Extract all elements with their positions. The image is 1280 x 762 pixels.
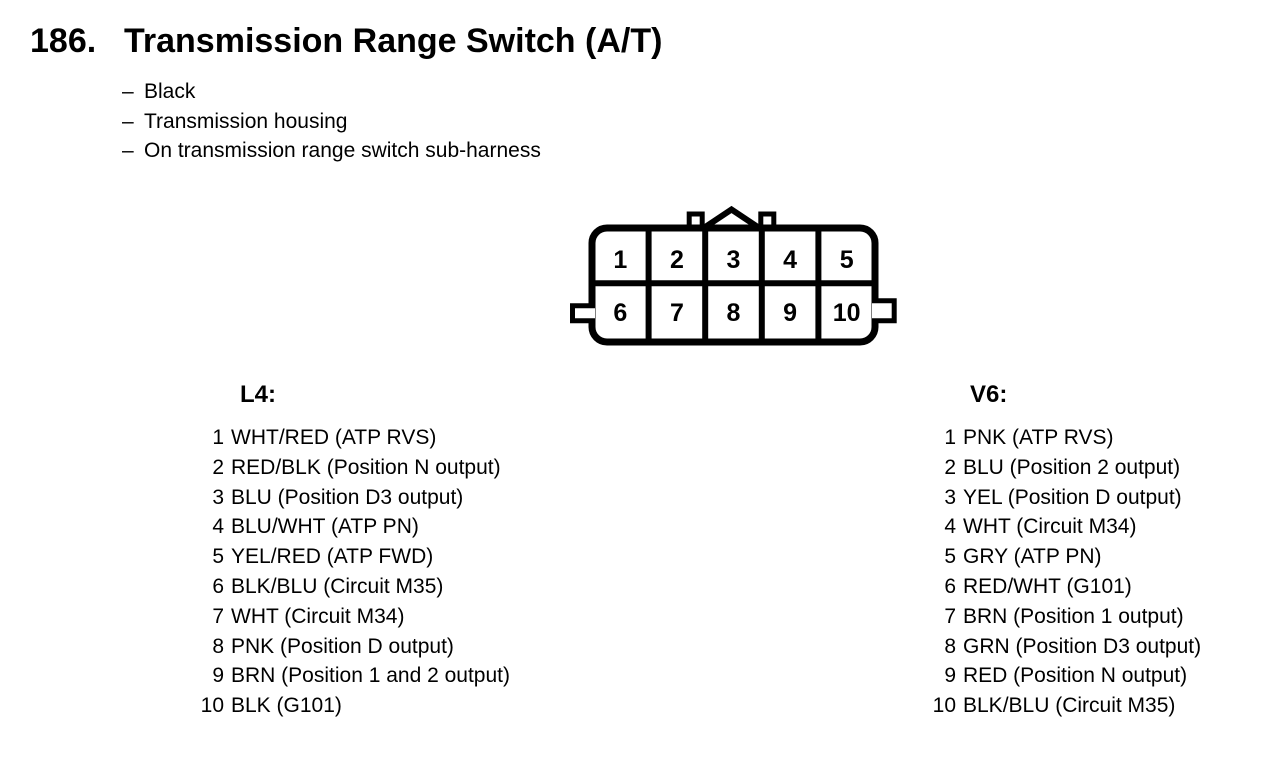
pinout-row: 6 RED/WHT (G101): [930, 572, 1201, 602]
connector-latch-chevron: [701, 205, 762, 231]
pinout-row: 2 RED/BLK (Position N output): [198, 453, 510, 483]
pin-number: 6: [944, 574, 956, 598]
pin-number: 2: [944, 455, 956, 479]
pinout-row: 1 PNK (ATP RVS): [930, 423, 1201, 453]
pin-number: 8: [212, 634, 224, 658]
connector-pin-number: 5: [840, 246, 854, 274]
bullet-item: – Transmission housing: [122, 107, 541, 137]
connector-pin-number: 2: [670, 246, 684, 274]
connector-pin-number: 4: [783, 246, 797, 274]
pin-description: BLU/WHT (ATP PN): [231, 515, 419, 539]
pinout-row: 8 PNK (Position D output): [198, 632, 510, 662]
pinout-row: 5 YEL/RED (ATP FWD): [198, 542, 510, 572]
pin-number: 7: [944, 604, 956, 628]
pin-description: BLK/BLU (Circuit M35): [231, 574, 444, 598]
connector-side-tab-left: [570, 303, 595, 324]
pin-description: WHT/RED (ATP RVS): [231, 426, 437, 449]
pin-number: 1: [212, 426, 224, 449]
pin-description: BRN (Position 1 output): [963, 604, 1184, 628]
pin-number: 7: [212, 604, 224, 628]
connector-pin-number: 1: [613, 246, 627, 274]
page-title: Transmission Range Switch (A/T): [124, 22, 663, 60]
pin-number: 2: [212, 455, 224, 479]
l4-pinout-list: 1 WHT/RED (ATP RVS) 2 RED/BLK (Position N …: [198, 423, 510, 721]
bullet-item: – Black: [122, 77, 541, 107]
pin-description: PNK (Position D output): [231, 634, 454, 658]
connector-pin-number: 10: [833, 299, 861, 327]
pinout-row: 7 BRN (Position 1 output): [930, 602, 1201, 632]
section-number: 186.: [30, 22, 97, 60]
connector-pin-number: 6: [613, 299, 627, 327]
pin-description: WHT (Circuit M34): [963, 515, 1137, 539]
pin-number: 8: [944, 634, 956, 658]
v6-heading: V6:: [970, 381, 1008, 408]
bullet-text: Black: [144, 80, 196, 103]
bullet-text: On transmission range switch sub-harness: [144, 139, 541, 162]
pin-number: 6: [212, 574, 224, 598]
pin-number: 5: [944, 545, 956, 569]
pin-number: 9: [212, 664, 224, 688]
pin-description: YEL (Position D output): [963, 485, 1182, 509]
pin-number: 3: [212, 485, 224, 509]
connector-pin-number: 9: [783, 299, 797, 327]
pin-description: BLK/BLU (Circuit M35): [963, 694, 1176, 718]
connector-pin-number: 7: [670, 299, 684, 327]
pin-number: 4: [944, 515, 956, 539]
pinout-row: 6 BLK/BLU (Circuit M35): [198, 572, 510, 602]
pinout-row: 1 WHT/RED (ATP RVS): [198, 423, 510, 453]
pinout-row: 10 BLK/BLU (Circuit M35): [930, 691, 1201, 721]
pinout-row: 9 BRN (Position 1 and 2 output): [198, 661, 510, 691]
pinout-row: 10 BLK (G101): [198, 691, 510, 721]
bullet-text: Transmission housing: [144, 109, 348, 133]
pin-number: 5: [212, 545, 224, 569]
pin-description: WHT (Circuit M34): [231, 604, 405, 628]
pinout-row: 4 WHT (Circuit M34): [930, 512, 1201, 542]
pinout-row: 2 BLU (Position 2 output): [930, 453, 1201, 483]
pinout-row: 4 BLU/WHT (ATP PN): [198, 512, 510, 542]
pin-number: 1: [944, 426, 956, 449]
pinout-row: 5 GRY (ATP PN): [930, 542, 1201, 572]
connector-side-tab-right: [872, 298, 897, 324]
pin-description: RED/BLK (Position N output): [231, 455, 501, 479]
pin-description: GRN (Position D3 output): [963, 634, 1202, 658]
pin-description: RED (Position N output): [963, 664, 1188, 688]
pin-description: BLK (G101): [231, 694, 342, 718]
pin-number: 10: [200, 694, 224, 718]
bullet-dash: –: [122, 80, 134, 103]
pin-description: BLU (Position D3 output): [231, 485, 464, 509]
pinout-row: 9 RED (Position N output): [930, 661, 1201, 691]
pin-number: 3: [944, 485, 956, 509]
pinout-row: 3 YEL (Position D output): [930, 483, 1201, 513]
pinout-row: 8 GRN (Position D3 output): [930, 632, 1201, 662]
pin-number: 9: [944, 664, 956, 688]
pin-number: 10: [932, 694, 956, 718]
pin-description: YEL/RED (ATP FWD): [231, 545, 434, 569]
pin-description: GRY (ATP PN): [963, 545, 1102, 569]
pin-description: PNK (ATP RVS): [963, 426, 1114, 449]
pinout-row: 3 BLU (Position D3 output): [198, 483, 510, 513]
connector-diagram: 1 2 3 4 5 6 7 8 9 10: [570, 205, 897, 346]
bullet-dash: –: [122, 109, 134, 133]
pin-number: 4: [212, 515, 224, 539]
pin-description: RED/WHT (G101): [963, 574, 1132, 598]
pin-description: BLU (Position 2 output): [963, 455, 1181, 479]
pin-description: BRN (Position 1 and 2 output): [231, 664, 510, 688]
connector-pin-number: 8: [727, 299, 741, 327]
connector-pin-number: 3: [727, 246, 741, 274]
bullet-item: – On transmission range switch sub-harne…: [122, 136, 541, 166]
pinout-row: 7 WHT (Circuit M34): [198, 602, 510, 632]
l4-heading: L4:: [240, 381, 276, 408]
bullet-dash: –: [122, 139, 134, 162]
bullet-list: – Black – Transmission housing – On tran…: [122, 77, 541, 166]
